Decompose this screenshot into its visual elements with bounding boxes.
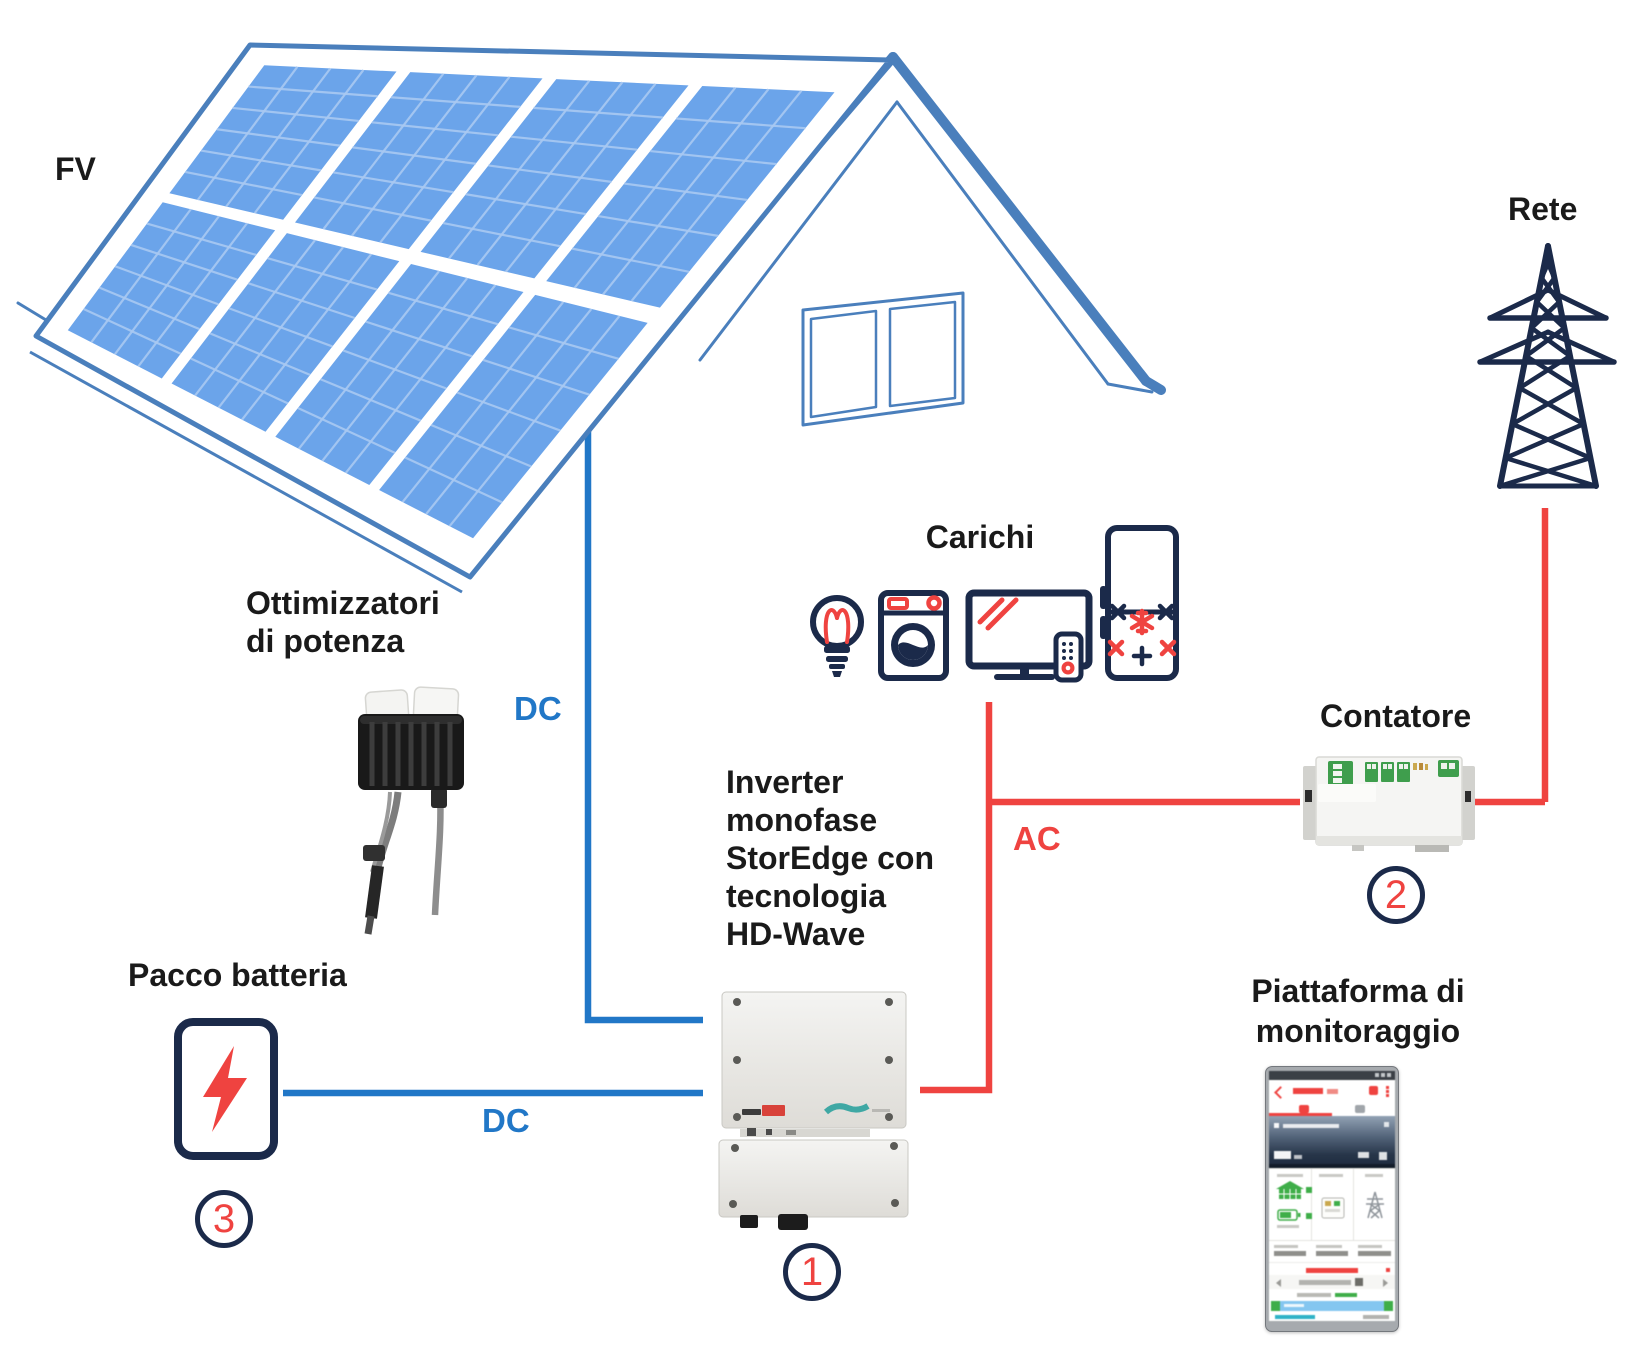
prev-arrow-icon — [1276, 1279, 1281, 1287]
bell-icon — [1369, 1086, 1378, 1095]
lightning-bolt-icon — [203, 1046, 247, 1132]
meter-label: Contatore — [1320, 698, 1472, 734]
solar-house-icon — [1276, 1181, 1304, 1199]
kebab-menu-icon — [1386, 1086, 1389, 1089]
phone-status-bar — [1269, 1071, 1395, 1080]
solar-panel-icon — [29, 42, 893, 594]
step-circle-battery: 3 — [195, 1190, 253, 1248]
flow-arrow-green — [1306, 1187, 1312, 1193]
stats-row — [1269, 1240, 1395, 1263]
inverter-icon — [718, 991, 909, 1230]
smartphone-icon — [1265, 1066, 1399, 1332]
ac-label: AC — [1013, 820, 1061, 857]
production-bar — [1269, 1300, 1395, 1312]
pv-label: FV — [55, 151, 96, 187]
app-title-bar — [1293, 1088, 1323, 1094]
loads-icons — [810, 525, 1179, 683]
pv-module — [420, 79, 689, 279]
pv-module — [171, 233, 400, 432]
solaredge-logo — [742, 1103, 890, 1116]
calendar-icon — [1355, 1278, 1363, 1286]
monitoring-label: Piattaforma di monitoraggio — [1251, 973, 1465, 1049]
dc-line-pv-to-inverter — [584, 418, 703, 1024]
ac-line-inverter-to-loads — [920, 702, 993, 1094]
window-icon — [801, 291, 965, 427]
inverter-label: Inverter monofase StorEdge con tecnologi… — [726, 764, 935, 952]
remote-icon — [1053, 631, 1084, 683]
grid-mini-icon — [1366, 1191, 1384, 1219]
grid-label: Rete — [1508, 191, 1578, 227]
date-selector-row — [1269, 1275, 1395, 1289]
washing-machine-icon — [878, 590, 949, 681]
battery-label: Pacco batteria — [128, 957, 347, 993]
pv-module — [546, 86, 835, 308]
pv-module — [275, 264, 524, 486]
monitoring-app-icon — [1269, 1071, 1395, 1321]
lightbulb-icon — [810, 595, 864, 677]
next-arrow-icon — [1383, 1279, 1388, 1287]
dc-label-bottom: DC — [482, 1102, 530, 1139]
production-row — [1269, 1289, 1395, 1300]
site-photo-banner — [1269, 1116, 1395, 1168]
back-icon — [1274, 1086, 1287, 1099]
app-tabs — [1269, 1104, 1395, 1116]
power-optimizer-icon — [358, 686, 464, 935]
dc-label-top: DC — [514, 690, 562, 727]
tab-layout-icon — [1355, 1105, 1365, 1113]
energy-flow-cards — [1269, 1168, 1395, 1241]
fridge-icon — [1100, 525, 1179, 681]
dc-lines — [283, 418, 703, 1097]
power-header-row — [1269, 1262, 1395, 1276]
ac-lines — [920, 508, 1549, 1094]
footer-row — [1269, 1312, 1395, 1321]
battery-status-icon — [1277, 1209, 1301, 1221]
snowflake-icon — [1107, 603, 1177, 667]
site-name-bar — [1283, 1124, 1339, 1128]
tv-icon — [965, 589, 1093, 683]
active-tab-underline — [1269, 1113, 1332, 1116]
meter-mini-icon — [1321, 1197, 1345, 1219]
tab-dashboard-icon — [1299, 1105, 1309, 1113]
optimizers-label: Ottimizzatori di potenza — [246, 585, 440, 659]
loads-label: Carichi — [925, 519, 1035, 555]
transmission-tower-icon — [1477, 243, 1617, 489]
step-circle-inverter: 1 — [783, 1243, 841, 1301]
step-circle-meter: 2 — [1367, 866, 1425, 924]
app-header — [1269, 1080, 1395, 1104]
battery-icon — [174, 1018, 278, 1160]
energy-meter-icon — [1303, 756, 1475, 852]
